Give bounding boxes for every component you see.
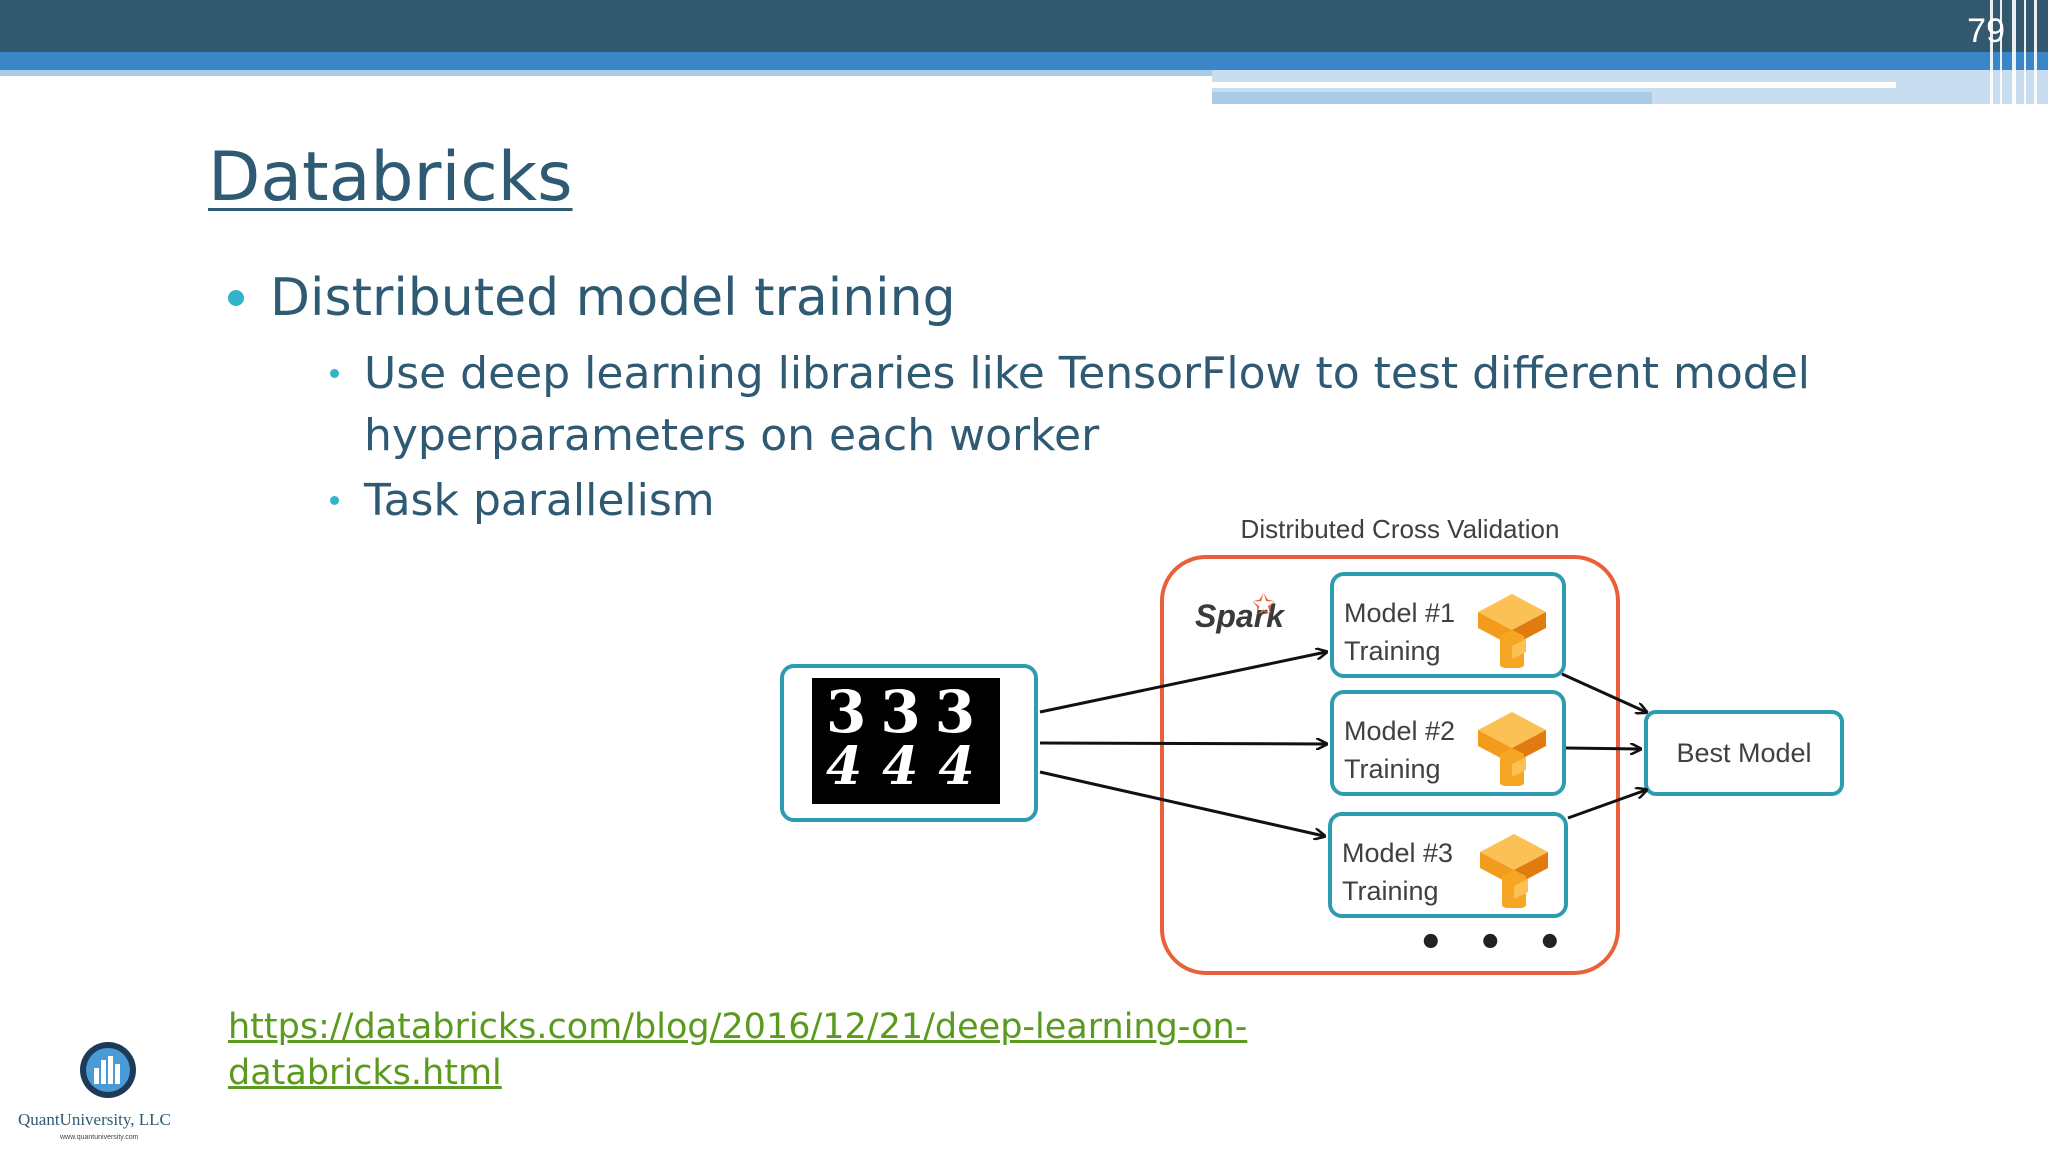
bullet-dot: [228, 290, 244, 306]
model-label-line: Model #3: [1342, 838, 1454, 868]
header-right-band-stripe: [1212, 92, 1652, 104]
more-models-ellipsis: • • •: [1418, 920, 1573, 966]
input-data-box: [780, 664, 1038, 822]
model-label-line: Training: [1344, 636, 1441, 666]
digits-row: 444: [826, 736, 995, 797]
reference-link-line[interactable]: databricks.html: [228, 1053, 502, 1093]
bullet-dot: [330, 369, 339, 378]
model-label: Model #2 Training: [1344, 712, 1455, 788]
header-vertical-stripe: [2012, 0, 2016, 104]
company-name: QuantUniversity, LLC: [18, 1110, 171, 1129]
bullet-dot: [330, 496, 339, 505]
mnist-digits-image: 333 444: [812, 678, 1000, 804]
header-vertical-stripe: [2000, 0, 2002, 104]
reference-link-line[interactable]: https://databricks.com/blog/2016/12/21/d…: [228, 1007, 1248, 1047]
header-bar: [0, 0, 2048, 52]
header-vertical-stripe: [1990, 0, 1993, 104]
bullet-text: Use deep learning libraries like TensorF…: [364, 343, 1810, 467]
model-label-line: Model #2: [1344, 716, 1456, 746]
tensorflow-icon: [1478, 594, 1546, 668]
tensorflow-icon: [1480, 834, 1548, 908]
best-model-box: Best Model: [1644, 710, 1844, 796]
model-label-line: Model #1: [1344, 598, 1456, 628]
diagram-title: Distributed Cross Validation: [1240, 514, 1560, 544]
header-light-bar: [0, 70, 1212, 76]
header-vertical-stripe: [2034, 0, 2037, 104]
model-box-2: Model #2 Training: [1330, 690, 1566, 796]
model-label-line: Training: [1344, 754, 1441, 784]
model-label: Model #1 Training: [1344, 594, 1455, 670]
bullet-text: Distributed model training: [270, 268, 956, 328]
bullet-text-line: Use deep learning libraries like TensorF…: [364, 348, 1811, 399]
slide-title: Databricks: [208, 138, 573, 217]
model-label-line: Training: [1342, 876, 1439, 906]
bullet-text: Task parallelism: [364, 475, 715, 526]
digits-row: 333: [826, 678, 990, 746]
model-box-1: Model #1 Training: [1330, 572, 1566, 678]
header-vertical-stripe: [2024, 0, 2026, 104]
company-url: www.quantuniversity.com: [60, 1134, 139, 1141]
header-accent-bar: [0, 52, 2048, 70]
reference-link[interactable]: https://databricks.com/blog/2016/12/21/d…: [228, 1004, 1247, 1096]
tensorflow-icon: [1478, 712, 1546, 786]
spark-logo: Spark: [1195, 598, 1284, 634]
model-label: Model #3 Training: [1342, 834, 1453, 910]
header-right-band-line: [1212, 82, 1896, 88]
spark-star-icon: ✩: [1252, 588, 1276, 621]
page-number: 79: [1967, 12, 2005, 50]
bullet-text-line: hyperparameters on each worker: [364, 410, 1100, 461]
model-box-3: Model #3 Training: [1328, 812, 1568, 918]
spark-cluster-container: [1160, 555, 1620, 975]
quantuniversity-logo-icon: [80, 1042, 136, 1098]
